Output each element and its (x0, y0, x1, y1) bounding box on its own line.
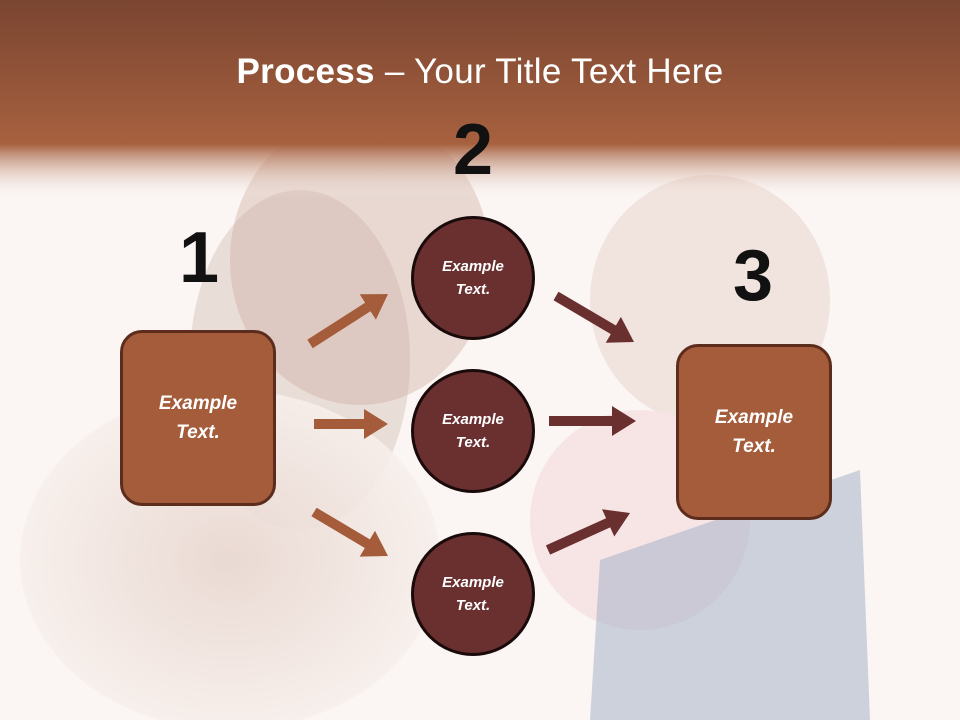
step-box-1[interactable]: Example Text. (120, 330, 276, 506)
arrow-right-icon (549, 406, 636, 436)
step-box-1-label: Example Text. (158, 393, 238, 443)
step-number-3: 3 (732, 236, 774, 316)
circle-bottom-label: Example Text. (442, 574, 504, 614)
step-number-2: 2 (452, 110, 494, 190)
page-title: Process – Your Title Text Here (0, 52, 960, 92)
arrow-up-right-icon (545, 509, 630, 555)
arrow-down-right-icon (311, 507, 388, 557)
step-number-1: 1 (178, 218, 220, 298)
circle-middle[interactable]: Example Text. (411, 369, 535, 493)
circle-top-label: Example Text. (442, 258, 504, 298)
arrow-right-icon (314, 409, 388, 439)
title-bold: Process (236, 52, 375, 91)
arrow-down-right-icon (553, 291, 634, 343)
step-box-3[interactable]: Example Text. (676, 344, 832, 520)
title-rest: – Your Title Text Here (374, 52, 724, 91)
circle-middle-label: Example Text. (442, 411, 504, 451)
arrow-up-right-icon (307, 294, 388, 349)
step-box-3-label: Example Text. (714, 407, 794, 457)
circle-top[interactable]: Example Text. (411, 216, 535, 340)
circle-bottom[interactable]: Example Text. (411, 532, 535, 656)
